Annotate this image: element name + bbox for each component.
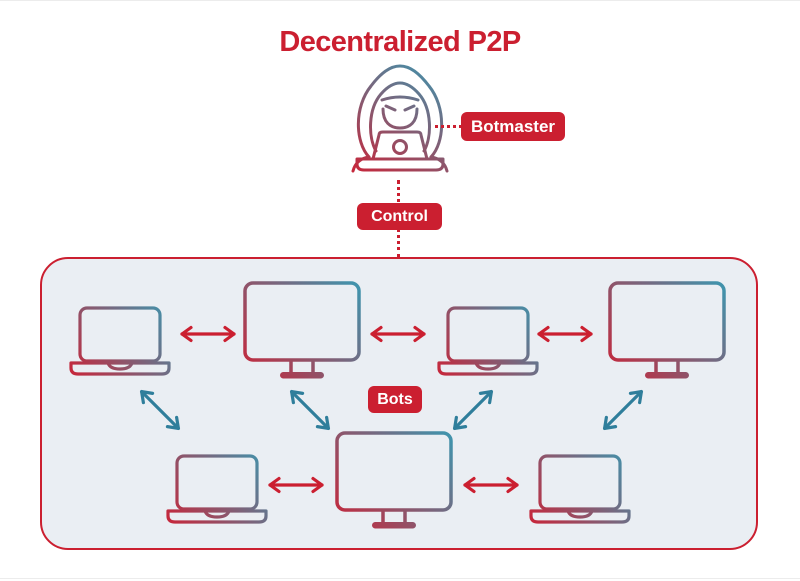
double-arrow-icon: [367, 325, 429, 343]
hood-inner: [369, 81, 431, 153]
bandana-band: [380, 95, 420, 102]
control-badge: Control: [357, 203, 442, 230]
bot-laptop-3: [165, 452, 269, 527]
bot-laptop-4: [528, 452, 632, 527]
laptop-logo: [392, 139, 408, 155]
right-shoulder: [429, 155, 449, 173]
hacker-icon: [342, 60, 458, 178]
bot-desktop-3: [335, 431, 453, 530]
laptop-base: [355, 157, 445, 172]
left-eye: [384, 104, 397, 112]
botmaster-badge: Botmaster: [461, 112, 565, 141]
bot-desktop-2: [608, 281, 726, 380]
page-title: Decentralized P2P: [279, 26, 521, 58]
bot-laptop-1: [68, 304, 172, 379]
double-arrow-icon: [534, 325, 596, 343]
laptop-lid: [371, 130, 429, 161]
botmaster-dotted-connector: [435, 125, 462, 128]
bots-badge: Bots: [368, 386, 422, 413]
double-arrow-icon: [177, 325, 239, 343]
face-mask: [381, 107, 419, 130]
left-shoulder: [351, 155, 371, 173]
top-edge-line: [0, 0, 800, 1]
double-arrow-icon: [460, 476, 522, 494]
bot-laptop-2: [436, 304, 540, 379]
hood-outline: [356, 64, 444, 159]
double-arrow-icon: [265, 476, 327, 494]
bottom-edge-line: [0, 578, 800, 579]
right-eye: [403, 104, 416, 112]
bot-desktop-1: [243, 281, 361, 380]
